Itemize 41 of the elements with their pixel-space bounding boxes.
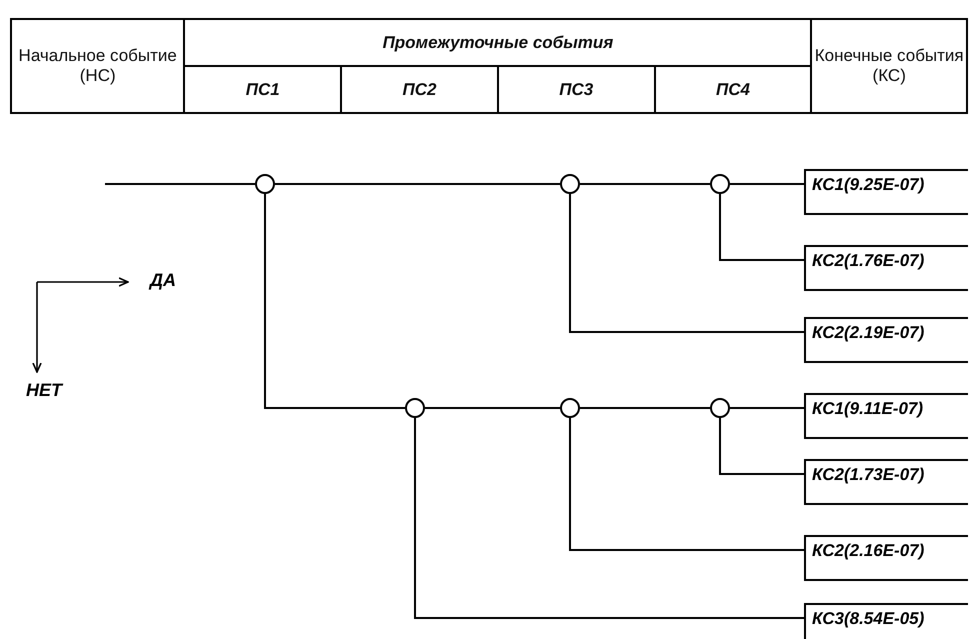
branch-point-circle xyxy=(560,174,580,194)
branch-line xyxy=(264,194,405,409)
header-cell: Промежуточные события xyxy=(184,19,812,66)
branch-line xyxy=(275,183,560,185)
branch-line xyxy=(105,183,255,185)
header-cell: ПС3 xyxy=(498,66,655,113)
outcome-label: КС2(2.16E-07) xyxy=(812,541,924,561)
outcome-box xyxy=(804,393,968,439)
branch-line xyxy=(719,194,804,261)
outcome-box xyxy=(804,603,968,639)
branch-point-circle xyxy=(710,174,730,194)
outcome-box xyxy=(804,245,968,291)
branch-line xyxy=(569,194,804,333)
outcome-label: КС2(1.76E-07) xyxy=(812,251,924,271)
outcome-label: КС2(2.19E-07) xyxy=(812,323,924,343)
branch-point-circle xyxy=(405,398,425,418)
branch-label: ДА xyxy=(150,270,176,291)
outcome-label: КС1(9.25E-07) xyxy=(812,175,924,195)
branch-point-circle xyxy=(710,398,730,418)
branch-line xyxy=(730,183,804,185)
branch-label: НЕТ xyxy=(26,380,62,401)
outcome-box xyxy=(804,169,968,215)
header-cell: ПС2 xyxy=(341,66,498,113)
branch-point-circle xyxy=(560,398,580,418)
branch-line xyxy=(569,418,804,551)
branch-point-circle xyxy=(255,174,275,194)
outcome-label: КС3(8.54E-05) xyxy=(812,609,924,629)
branch-line xyxy=(414,418,804,619)
header-cell: Начальное событие (НС) xyxy=(11,19,184,113)
outcome-box xyxy=(804,317,968,363)
branch-line xyxy=(580,183,710,185)
header-cell: Конечные события (КС) xyxy=(811,19,967,113)
branch-line xyxy=(730,407,804,409)
outcome-box xyxy=(804,535,968,581)
outcome-label: КС2(1.73E-07) xyxy=(812,465,924,485)
header-cell: ПС1 xyxy=(184,66,342,113)
outcome-box xyxy=(804,459,968,505)
outcome-label: КС1(9.11E-07) xyxy=(812,399,924,419)
branch-line xyxy=(719,418,804,475)
branch-line xyxy=(425,407,560,409)
branch-line xyxy=(580,407,710,409)
